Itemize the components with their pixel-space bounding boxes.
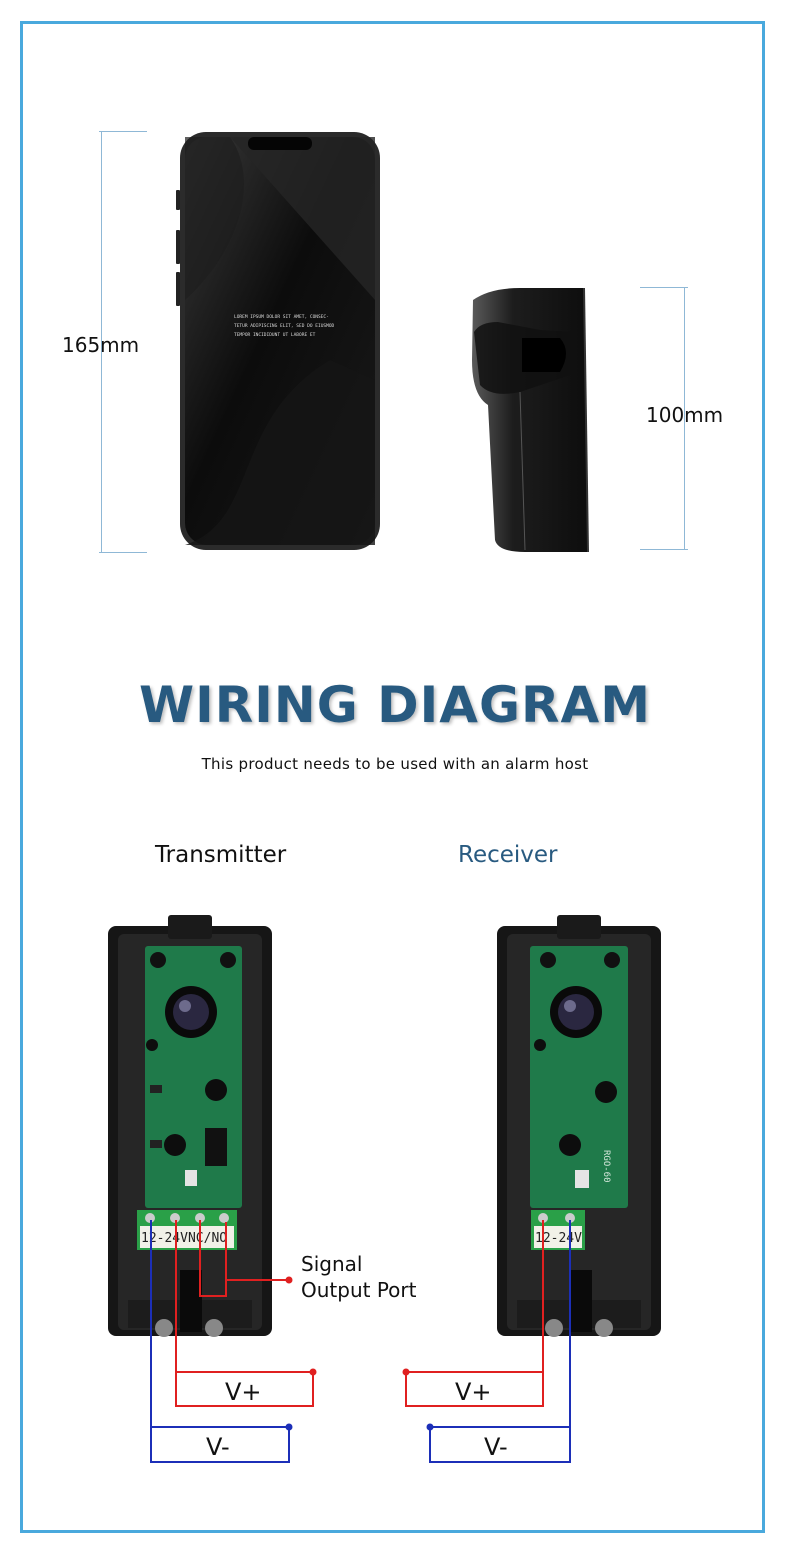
svg-text:TETUR ADIPISCING ELIT, SED DO: TETUR ADIPISCING ELIT, SED DO EIUSMOD bbox=[234, 323, 335, 329]
page-border bbox=[20, 21, 765, 1533]
wiring-diagram-title: WIRING DIAGRAM bbox=[139, 676, 651, 734]
sensor-illustration bbox=[472, 287, 589, 553]
phone-dimension-top-tick bbox=[99, 131, 147, 132]
transmitter-heading: Transmitter bbox=[155, 842, 287, 868]
signal-output-port-line2: Output Port bbox=[301, 1278, 417, 1302]
product-comparison-image: LOREM IPSUM DOLOR SIT AMET, CONSEC- TETU… bbox=[176, 132, 589, 553]
sensor-dimension-line bbox=[684, 287, 685, 549]
signal-output-port-label: Signal Output Port bbox=[301, 1251, 416, 1303]
receiver-heading: Receiver bbox=[458, 842, 558, 868]
sensor-dimension-top-tick bbox=[640, 287, 688, 288]
phone-screen-text: LOREM IPSUM DOLOR SIT AMET, CONSEC- TETU… bbox=[234, 314, 335, 338]
sensor-height-label: 100mm bbox=[646, 403, 724, 427]
phone-dimension-bottom-tick bbox=[99, 552, 147, 553]
phone-illustration bbox=[176, 132, 380, 550]
svg-text:LOREM IPSUM DOLOR SIT AMET, CO: LOREM IPSUM DOLOR SIT AMET, CONSEC- bbox=[234, 314, 329, 320]
wiring-diagram-subtitle: This product needs to be used with an al… bbox=[201, 755, 589, 773]
phone-height-label: 165mm bbox=[62, 333, 140, 357]
svg-text:TEMPOR INCIDIDUNT UT LABORE ET: TEMPOR INCIDIDUNT UT LABORE ET bbox=[234, 332, 316, 338]
phone-dimension-line bbox=[101, 131, 102, 552]
signal-output-port-line1: Signal bbox=[301, 1252, 363, 1276]
sensor-dimension-bottom-tick bbox=[640, 549, 688, 550]
